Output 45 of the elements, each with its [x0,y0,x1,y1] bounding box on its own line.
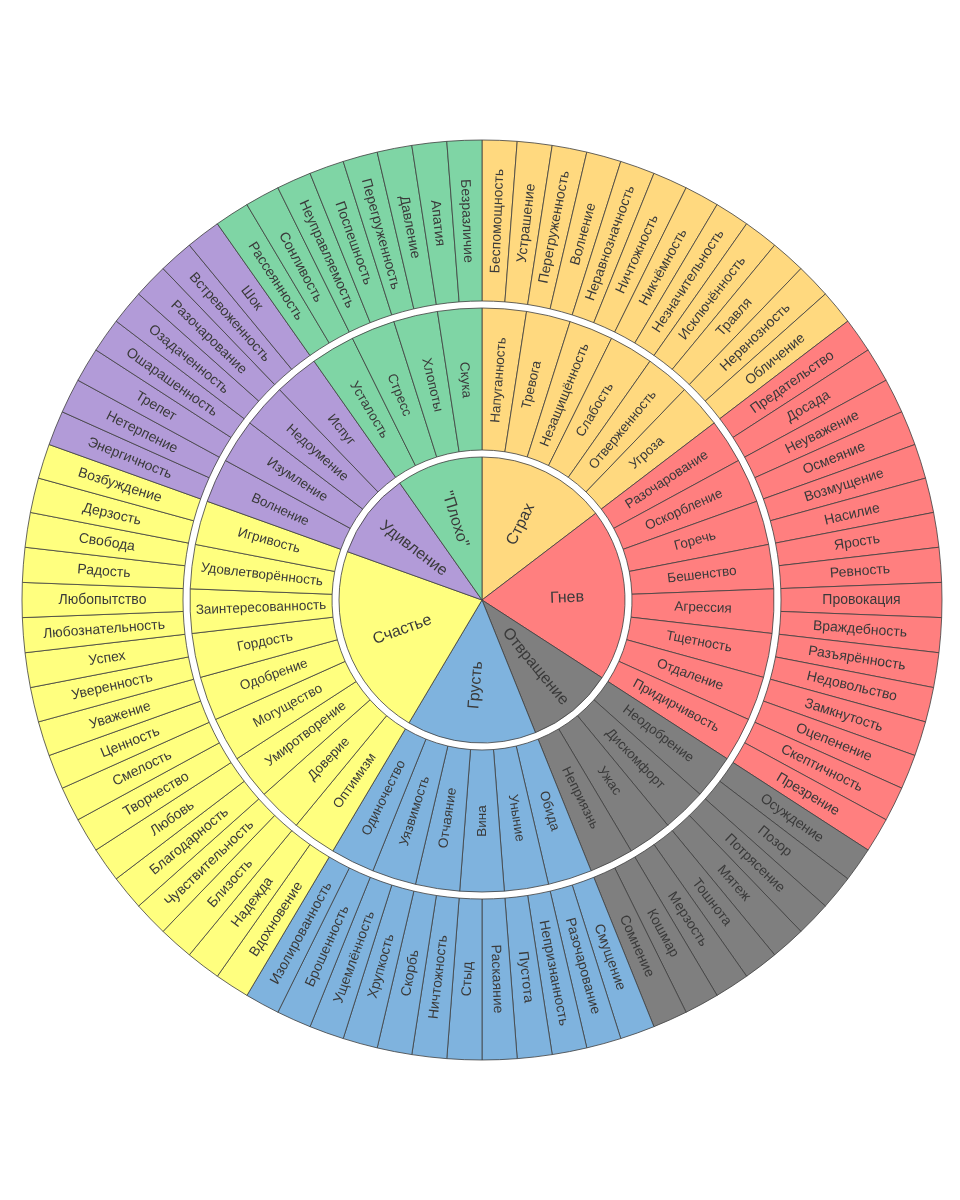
segment-label: Безразличие [458,178,477,263]
segment-label: Уныние [504,793,527,844]
segment-label: Раскаяние [487,944,506,1014]
segment-label: Дерзость [81,499,144,528]
segment-label: Хлопоты [418,356,446,414]
ring-segment [445,139,483,303]
segment-label: Бешенство [666,563,737,586]
segment-label: Вина [474,805,490,837]
segment-label: Обида [535,788,562,833]
segment-label: Успех [87,647,127,669]
segment-label: Насилие [822,499,881,528]
segment-label: Давление [396,194,424,261]
segment-label: Свобода [77,530,137,554]
ring-segment [481,897,519,1061]
segment-label: Заинтересованность [195,598,327,619]
segment-label: Стыд [459,961,476,997]
segment-label: Ярость [832,530,882,554]
sector-label: Грусть [464,660,487,710]
segment-label: Отчаяние [436,787,461,850]
segment-label: Враждебность [812,617,908,641]
segment-label: Гордость [235,629,295,655]
segment-label: Ничтожность [425,934,451,1020]
segment-label: Ревность [829,560,891,581]
segment-label: Апатия [428,199,449,247]
segment-label: Тревога [519,359,545,411]
segment-label: Стресс [384,371,415,419]
ring-segment [458,748,506,893]
ring-segment [445,897,484,1061]
pie-sector [346,482,483,601]
segment-label: Любопытство [58,592,147,608]
segment-label: Скорбь [397,947,422,998]
segment-label: Радость [76,561,131,581]
segment-label: Устрашение [513,182,538,264]
segment-label: Тщетность [664,628,734,656]
segment-label: Провокация [822,592,901,608]
segment-label: Любознательность [42,616,166,642]
sector-label: Счастье [370,610,434,648]
segment-label: Напуганность [488,336,510,423]
segment-label: Пустота [514,950,537,1004]
sector-label: "Плохо" [439,488,474,549]
segment-label: Скука [456,361,474,399]
segment-label: Агрессия [673,599,732,617]
sector-label: Гнев [549,587,585,607]
segment-label: Горечь [672,528,718,555]
segment-label: Беспомощность [486,168,507,274]
